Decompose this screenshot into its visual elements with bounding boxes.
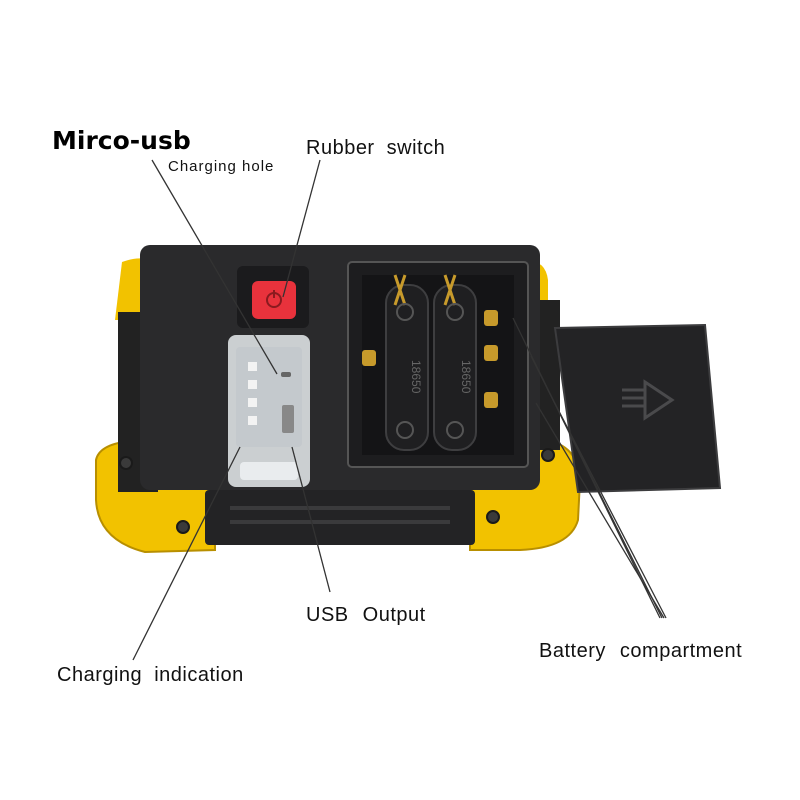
rubber-switch-button [252,281,296,319]
battery-compartment-label: Battery compartment [539,640,743,662]
micro-usb-label: Mirco-usb [52,126,191,155]
battery-label-2: 18650 [459,360,473,394]
usb-output-label: USB Output [306,604,426,626]
stand-base [205,490,475,545]
battery-cell-2 [433,284,477,451]
charging-hole-label: Charging hole [168,158,275,175]
rubber-switch-label: Rubber switch [306,137,446,159]
battery-door [553,323,722,494]
leader-lines [132,159,667,661]
battery-label-1: 18650 [409,360,423,394]
battery-cell-1 [385,284,429,451]
charging-indication-label: Charging indication [57,664,244,686]
